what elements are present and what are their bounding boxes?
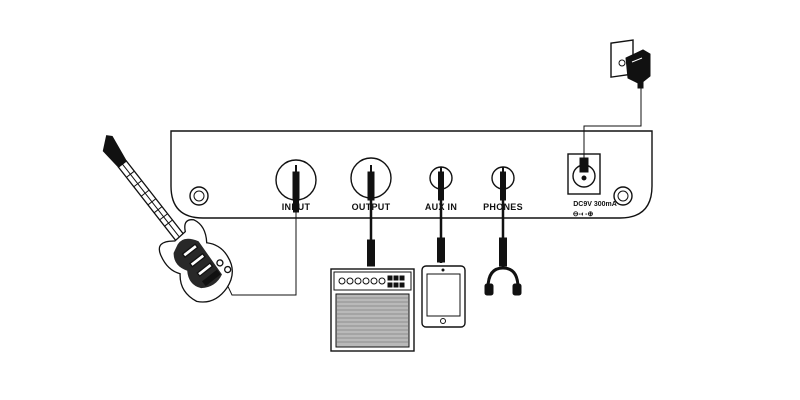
input-jack[interactable] xyxy=(275,159,317,201)
guitar-icon xyxy=(102,135,233,303)
dc-rating-label: DC9V 300mA xyxy=(573,201,617,208)
tablet-icon xyxy=(421,265,466,328)
aux-in-jack[interactable] xyxy=(429,166,453,201)
power-cable xyxy=(583,84,642,158)
power-adapter-icon xyxy=(625,49,651,89)
headphones-icon xyxy=(484,266,522,296)
phones-jack[interactable] xyxy=(491,166,515,201)
polarity-symbol: ⊖-◐-⊕ xyxy=(573,211,594,218)
device-rear-panel xyxy=(170,130,653,219)
right-screw xyxy=(613,186,633,206)
dc-power-socket[interactable] xyxy=(567,153,601,195)
left-screw xyxy=(189,186,209,206)
amplifier-icon xyxy=(330,268,415,352)
output-jack[interactable] xyxy=(350,157,392,201)
